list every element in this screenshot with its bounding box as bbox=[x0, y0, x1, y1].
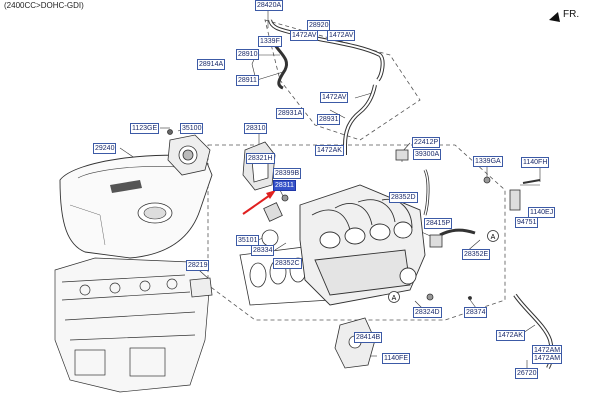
callout-28914A[interactable]: 28914A bbox=[197, 59, 226, 70]
marker-a-1 bbox=[388, 291, 400, 303]
engine-block bbox=[54, 257, 211, 393]
callout-28920[interactable]: 28920 bbox=[307, 20, 331, 31]
front-direction-arrow bbox=[549, 12, 560, 22]
callout-22412P[interactable]: 22412P bbox=[412, 137, 441, 148]
marker-a-1-text: A bbox=[392, 295, 397, 302]
callout-35101[interactable]: 35101 bbox=[236, 235, 260, 246]
callout-28352C[interactable]: 28352C bbox=[273, 258, 302, 269]
callout-1339GA[interactable]: 1339GA bbox=[473, 156, 503, 167]
callout-39300A[interactable]: 39300A bbox=[413, 149, 442, 160]
callout-28420A[interactable]: 28420A bbox=[255, 0, 284, 11]
callout-28414B[interactable]: 28414B bbox=[354, 332, 383, 343]
callout-1140FH[interactable]: 1140FH bbox=[521, 157, 550, 168]
engine-cover bbox=[59, 154, 213, 259]
marker-a-circles: A A bbox=[388, 230, 499, 303]
callout-28352E[interactable]: 28352E bbox=[462, 249, 491, 260]
callout-94751[interactable]: 94751 bbox=[515, 217, 539, 228]
callout-1472AM-2[interactable]: 1472AM bbox=[532, 353, 563, 364]
callout-1140EJ[interactable]: 1140EJ bbox=[528, 207, 556, 218]
small-parts bbox=[189, 149, 541, 369]
callout-26720[interactable]: 26720 bbox=[515, 368, 539, 379]
callout-1140FE[interactable]: 1140FE bbox=[382, 353, 410, 364]
red-pointer-arrow bbox=[242, 190, 276, 215]
callout-1472AV-2[interactable]: 1472AV bbox=[327, 30, 356, 41]
vacuum-hoses bbox=[423, 169, 554, 369]
callout-1123GE[interactable]: 1123GE bbox=[130, 123, 160, 134]
callout-1472AK-2[interactable]: 1472AK bbox=[496, 330, 525, 341]
callout-1472AK-1[interactable]: 1472AK bbox=[315, 145, 344, 156]
callout-28911[interactable]: 28911 bbox=[236, 75, 259, 86]
callout-28415P[interactable]: 28415P bbox=[424, 218, 453, 229]
callout-28374[interactable]: 28374 bbox=[464, 307, 488, 318]
callout-28352D[interactable]: 28352D bbox=[389, 192, 418, 203]
direction-label: FR. bbox=[563, 9, 580, 20]
throttle-body bbox=[167, 129, 211, 176]
callout-1339F[interactable]: 1339F bbox=[258, 36, 282, 47]
callout-28931A[interactable]: 28931A bbox=[276, 108, 305, 119]
callout-28321H[interactable]: 28321H bbox=[246, 153, 275, 164]
marker-a-2 bbox=[487, 230, 499, 242]
callout-28311-highlighted[interactable]: 28311 bbox=[273, 180, 296, 191]
callout-1472AV-1[interactable]: 1472AV bbox=[290, 30, 319, 41]
callout-29240[interactable]: 29240 bbox=[93, 143, 117, 154]
engine-variant-label: (2400CC>DOHC-GDI) bbox=[4, 1, 84, 10]
callout-28399B[interactable]: 28399B bbox=[273, 168, 302, 179]
callout-28310[interactable]: 28310 bbox=[244, 123, 268, 134]
callout-28910[interactable]: 28910 bbox=[236, 49, 260, 60]
callout-28931[interactable]: 28931 bbox=[317, 114, 341, 125]
vacuum-hoses-inner bbox=[424, 169, 553, 369]
callout-28219[interactable]: 28219 bbox=[186, 260, 210, 271]
callout-35100[interactable]: 35100 bbox=[180, 123, 204, 134]
pressure-sensor-bracket bbox=[242, 141, 276, 191]
callout-1472AV-3[interactable]: 1472AV bbox=[320, 92, 349, 103]
marker-a-2-text: A bbox=[491, 234, 496, 241]
callout-28324D[interactable]: 28324D bbox=[413, 307, 442, 318]
intake-manifold bbox=[299, 184, 426, 306]
pcv-hoses-inner bbox=[269, 19, 384, 155]
callout-28334[interactable]: 28334 bbox=[251, 245, 275, 256]
small-sensor bbox=[263, 194, 289, 222]
